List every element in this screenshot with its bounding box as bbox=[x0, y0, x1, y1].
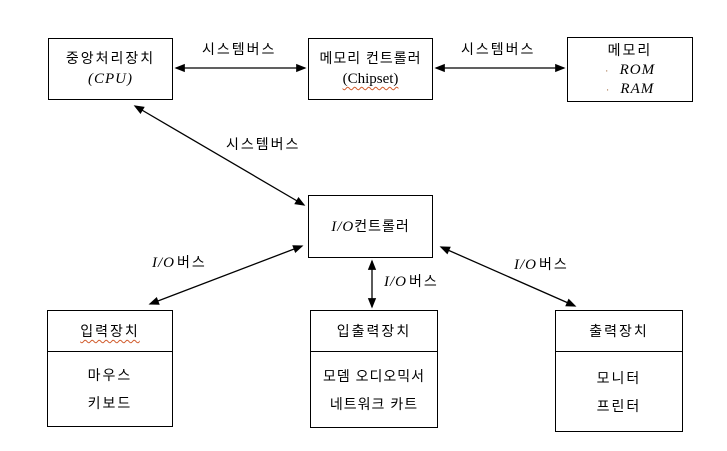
cpu-box-title: 중앙처리장치 bbox=[65, 50, 156, 66]
output-device-item: 모니터 bbox=[596, 369, 642, 386]
system-bus-arrow-cpu-ioctrl bbox=[133, 105, 306, 206]
io-controller-box: I/O컨트롤러 bbox=[308, 195, 433, 258]
system-bus-label-cpu-ioctrl: 시스템버스 bbox=[226, 136, 301, 152]
memory-controller-subtitle: (Chipset) bbox=[342, 71, 399, 87]
bullet-icon: · bbox=[605, 84, 610, 96]
memory-item-row: · RAM bbox=[606, 80, 655, 99]
io-controller-title-rest: 컨트롤러 bbox=[354, 217, 410, 234]
cpu-box: 중앙처리장치 (CPU) bbox=[48, 38, 173, 100]
io-bus-arrow-ioctrl-input bbox=[148, 245, 304, 305]
io-bus-label-io: I/O bbox=[384, 274, 407, 290]
input-device-header: 입력장치 bbox=[48, 311, 172, 352]
memory-item-row: · ROM bbox=[605, 61, 655, 80]
io-bus-label-rest: 버스 bbox=[539, 256, 569, 272]
io-bus-label-rest: 버스 bbox=[409, 273, 439, 289]
io-device-box: 입출력장치 모뎀 오디오믹서 네트워크 카트 bbox=[310, 310, 438, 428]
output-device-box: 출력장치 모니터 프린터 bbox=[555, 310, 683, 432]
io-bus-label-rest: 버스 bbox=[177, 254, 207, 270]
output-device-header: 출력장치 bbox=[556, 311, 682, 352]
io-bus-label-io: I/O bbox=[514, 257, 537, 273]
memory-item-rom: ROM bbox=[619, 62, 656, 78]
cpu-box-subtitle: (CPU) bbox=[88, 71, 133, 87]
bullet-icon: · bbox=[604, 65, 609, 77]
input-device-box: 입력장치 마우스 키보드 bbox=[47, 310, 173, 427]
io-controller-title: I/O컨트롤러 bbox=[331, 216, 410, 238]
io-bus-label-io: I/O bbox=[152, 255, 175, 271]
memory-controller-box: 메모리 컨트롤러 (Chipset) bbox=[308, 38, 433, 100]
io-device-header: 입출력장치 bbox=[311, 311, 437, 352]
io-controller-title-io: I/O bbox=[331, 218, 355, 235]
output-device-title: 출력장치 bbox=[589, 323, 649, 339]
system-bus-label-memctrl-memory: 시스템버스 bbox=[461, 41, 536, 57]
io-device-item: 모뎀 오디오믹서 bbox=[322, 367, 426, 384]
io-device-title: 입출력장치 bbox=[336, 323, 412, 339]
io-device-item: 네트워크 카트 bbox=[329, 395, 419, 412]
input-device-title: 입력장치 bbox=[80, 323, 140, 339]
io-device-body: 모뎀 오디오믹서 네트워크 카트 bbox=[311, 352, 437, 427]
memory-item-ram: RAM bbox=[620, 81, 655, 97]
input-device-item: 키보드 bbox=[87, 395, 133, 411]
io-bus-arrow-ioctrl-output bbox=[439, 246, 577, 307]
memory-box-title: 메모리 bbox=[607, 42, 653, 58]
memory-controller-title: 메모리 컨트롤러 bbox=[319, 50, 422, 66]
memory-box: 메모리 · ROM · RAM bbox=[567, 37, 693, 102]
output-device-body: 모니터 프린터 bbox=[556, 352, 682, 431]
input-device-item: 마우스 bbox=[87, 367, 133, 383]
system-bus-label-cpu-memctrl: 시스템버스 bbox=[202, 41, 277, 57]
input-device-body: 마우스 키보드 bbox=[48, 352, 172, 426]
output-device-item: 프린터 bbox=[596, 397, 642, 414]
